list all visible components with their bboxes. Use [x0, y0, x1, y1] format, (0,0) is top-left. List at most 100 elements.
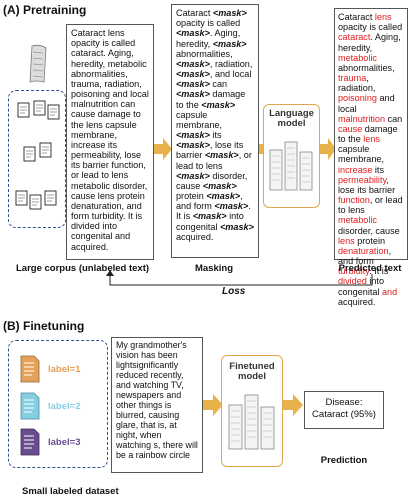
- text-segment: disorder, cause: [338, 225, 400, 236]
- predicted-token: lens: [374, 12, 392, 22]
- text-segment: . It is: [369, 266, 389, 277]
- label-2: label=2: [48, 401, 81, 412]
- corpus-text-box: Cataract lens opacity is called cataract…: [66, 24, 154, 260]
- label-1: label=1: [48, 364, 81, 375]
- neural-network-icon: [228, 394, 275, 450]
- finetuning-section-label: (B) Finetuning: [3, 319, 85, 333]
- corpus-text: Cataract lens opacity is called cataract…: [71, 28, 149, 252]
- text-segment: abnormalities,: [338, 62, 395, 73]
- predicted-token: lens: [338, 235, 355, 246]
- predicted-token: metabolic: [338, 215, 377, 226]
- labeled-document-3: [20, 428, 40, 461]
- loss-label: Loss: [222, 286, 246, 297]
- predicted-token: poisoning: [338, 93, 377, 104]
- text-segment: abnormalities,: [176, 48, 233, 59]
- prediction-box: Disease: Cataract (95%): [304, 391, 384, 429]
- predicted-token: lens: [363, 134, 380, 145]
- labeled-document-1: [20, 355, 40, 388]
- text-segment: protein: [354, 235, 386, 246]
- predicted-token: permeability: [338, 174, 387, 185]
- mask-token: <mask>: [202, 180, 237, 191]
- example-text-box: My grandmother's vision has been lightsi…: [111, 337, 203, 473]
- arrow-right-icon: [320, 138, 336, 160]
- text-segment: . Aging, heredity,: [176, 28, 241, 49]
- predicted-text-box: Cataract lens opacity is called cataract…: [334, 8, 408, 307]
- corpus-caption: Large corpus (unlabeled text): [16, 263, 150, 274]
- text-segment: damage to the: [176, 89, 246, 110]
- labeled-document-2: [20, 392, 40, 425]
- arrow-right-icon: [203, 394, 223, 416]
- mask-token: <mask>: [176, 170, 210, 181]
- predicted-token: trauma: [338, 73, 367, 84]
- mask-token: <mask>: [212, 38, 247, 49]
- text-segment: , or lead to lens: [338, 195, 403, 216]
- label-3: label=3: [48, 437, 81, 448]
- text-segment: Cataract: [176, 8, 213, 18]
- predicted-caption: Predicted text: [338, 263, 402, 274]
- mask-token: <mask>: [204, 150, 239, 161]
- prediction-text: Disease: Cataract (95%): [312, 397, 376, 421]
- text-segment: disorder, cause: [176, 170, 248, 191]
- labeled-dataset-group: [8, 340, 108, 468]
- text-segment: its: [372, 164, 384, 175]
- finetuned-model-box: Finetuned model: [221, 355, 283, 467]
- text-segment: , radiation,: [338, 73, 376, 94]
- document-icon: [20, 428, 40, 456]
- predicted-token: increase: [338, 164, 373, 175]
- predicted-token: and: [382, 286, 398, 297]
- mask-token: <mask>: [176, 140, 210, 151]
- masked-text: Cataract <mask> opacity is called <mask>…: [176, 8, 254, 242]
- mask-token: <mask>: [214, 201, 249, 212]
- mask-token: <mask>: [176, 89, 210, 100]
- predicted-token: turbidity: [338, 266, 370, 277]
- text-segment: can: [385, 113, 403, 124]
- mask-token: <mask>: [206, 191, 241, 202]
- mask-token: <mask>: [176, 130, 210, 141]
- document-icon: [20, 355, 40, 383]
- paper-stack-icon: [29, 44, 47, 83]
- text-segment: capsule membrane,: [338, 144, 384, 165]
- text-segment: capsule membrane,: [176, 109, 222, 130]
- mask-token: <mask>: [176, 58, 210, 69]
- text-segment: can: [209, 79, 228, 90]
- text-segment: into congenital: [338, 276, 385, 297]
- text-segment: acquired.: [338, 296, 376, 307]
- corpus-documents-group: [8, 90, 66, 228]
- text-segment: , and local: [209, 69, 252, 80]
- prediction-caption: Prediction: [320, 455, 368, 466]
- mask-token: <mask>: [192, 211, 227, 222]
- text-segment: , radiation,: [209, 58, 253, 69]
- masking-caption: Masking: [194, 263, 233, 274]
- text-segment: . Aging, heredity,: [338, 32, 401, 53]
- text-segment: and local: [338, 93, 395, 114]
- predicted-token: cause: [338, 123, 363, 134]
- mask-token: <mask>: [201, 99, 236, 110]
- mask-token: <mask>: [176, 69, 210, 80]
- text-segment: Cataract: [338, 12, 375, 22]
- example-text: My grandmother's vision has been lightsi…: [116, 340, 198, 460]
- text-segment: protein: [176, 191, 207, 202]
- predicted-token: denaturation: [338, 245, 389, 256]
- document-icon: [20, 392, 40, 420]
- text-segment: , lose its barrier: [176, 140, 244, 161]
- finetuned-model-title: Finetuned model: [229, 361, 275, 383]
- predicted-token: cataract: [338, 32, 371, 43]
- text-segment: , or lead to lens: [176, 150, 252, 171]
- pretraining-section-label: (A) Pretraining: [3, 3, 87, 17]
- text-segment: into congenital: [176, 211, 244, 232]
- predicted-token: malnutrition: [338, 113, 386, 124]
- text-segment: acquired.: [176, 231, 214, 242]
- mask-token: <mask>: [176, 28, 210, 39]
- predicted-token: metabolic: [338, 52, 377, 63]
- text-segment: , and form: [338, 245, 392, 267]
- mask-token: <mask>: [212, 8, 247, 18]
- predicted-token: function: [338, 195, 370, 206]
- neural-network-icon: [269, 141, 313, 191]
- text-segment: . It is: [176, 201, 251, 222]
- text-segment: damage to the: [338, 123, 398, 145]
- text-segment: opacity is called: [176, 18, 241, 29]
- text-segment: , and form: [176, 191, 243, 212]
- predicted-text: Cataract lens opacity is called cataract…: [338, 12, 403, 307]
- text-segment: opacity is called: [338, 22, 403, 33]
- masked-text-box: Cataract <mask> opacity is called <mask>…: [171, 4, 259, 258]
